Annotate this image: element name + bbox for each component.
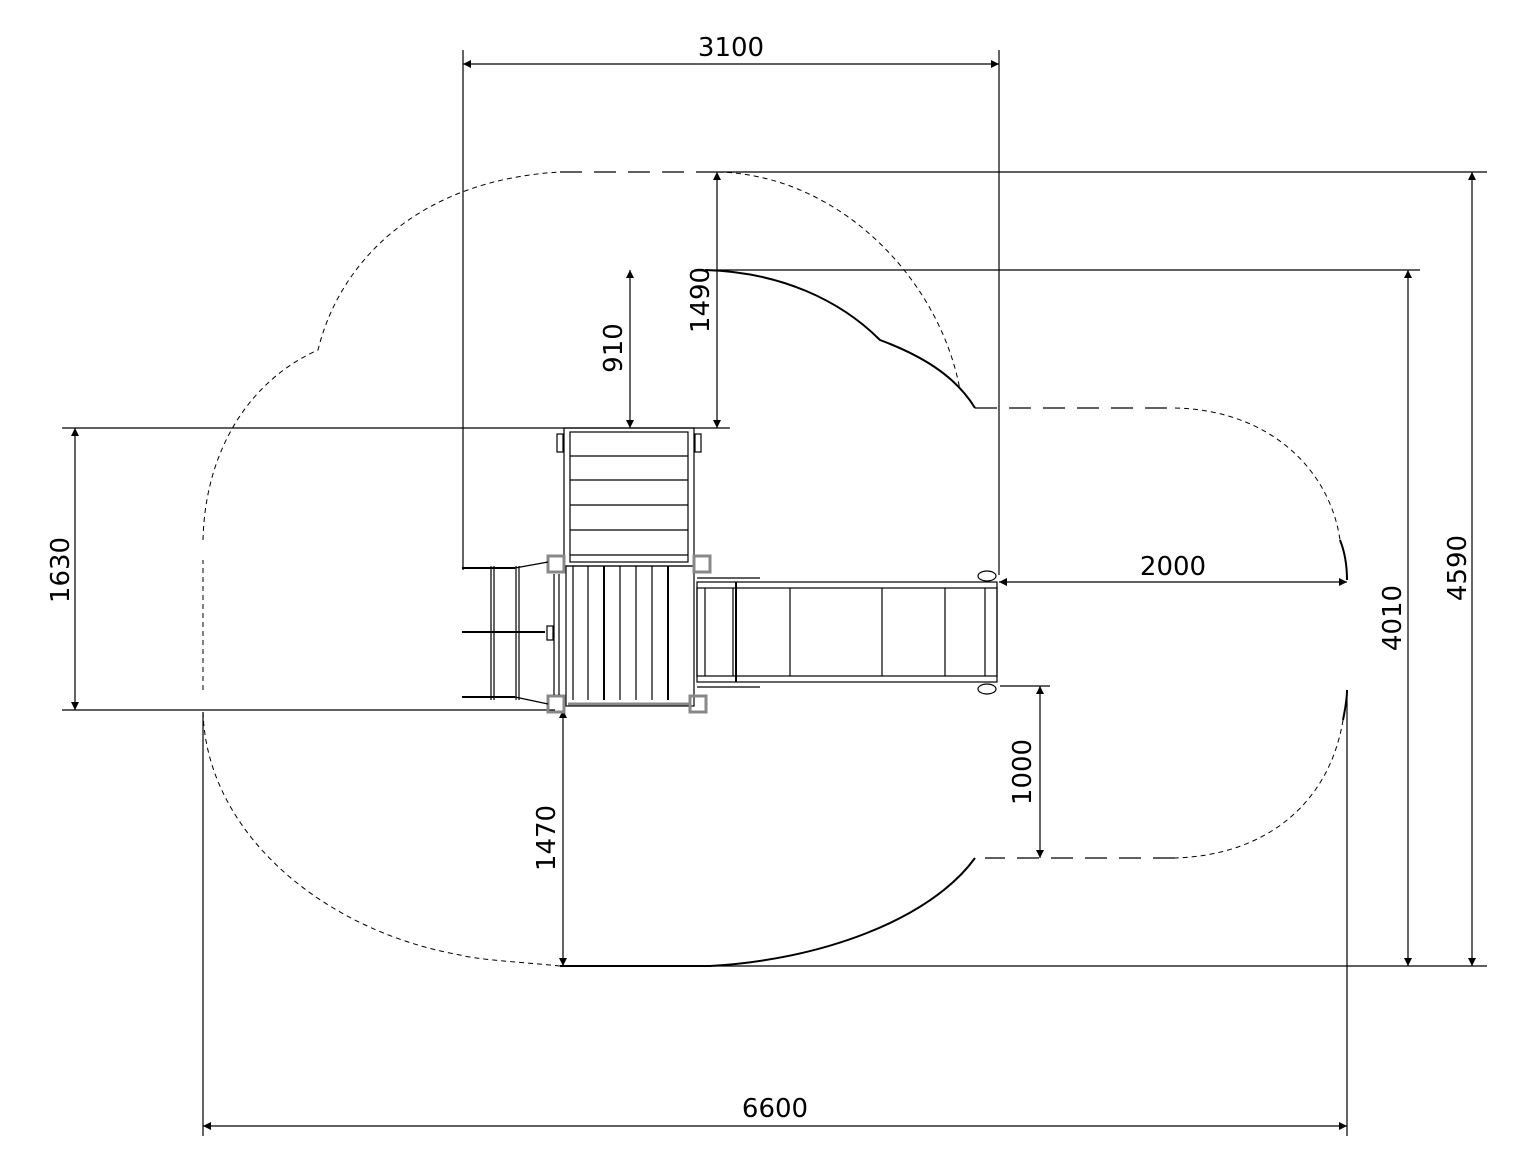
extension-lines: [62, 50, 1487, 1136]
upper-platform: [556, 427, 702, 567]
corner-posts: [546, 554, 712, 714]
dim-label-1630: 1630: [46, 537, 76, 603]
slide: [696, 570, 998, 695]
dim-label-6600: 6600: [742, 1094, 808, 1124]
dim-label-3100: 3100: [698, 33, 764, 63]
climbing-ladder: [462, 561, 560, 705]
dimension-lines: [71, 60, 1476, 1130]
lower-deck: [565, 565, 695, 707]
dim-label-1470: 1470: [532, 805, 562, 871]
dim-label-4010: 4010: [1378, 585, 1408, 651]
dim-label-2000: 2000: [1140, 552, 1206, 582]
dim-label-4590: 4590: [1443, 535, 1473, 601]
dim-label-1490: 1490: [686, 267, 716, 333]
dim-label-910: 910: [599, 323, 629, 373]
dim-label-1000: 1000: [1008, 739, 1038, 805]
safety-zone-outline: [202, 171, 1348, 967]
